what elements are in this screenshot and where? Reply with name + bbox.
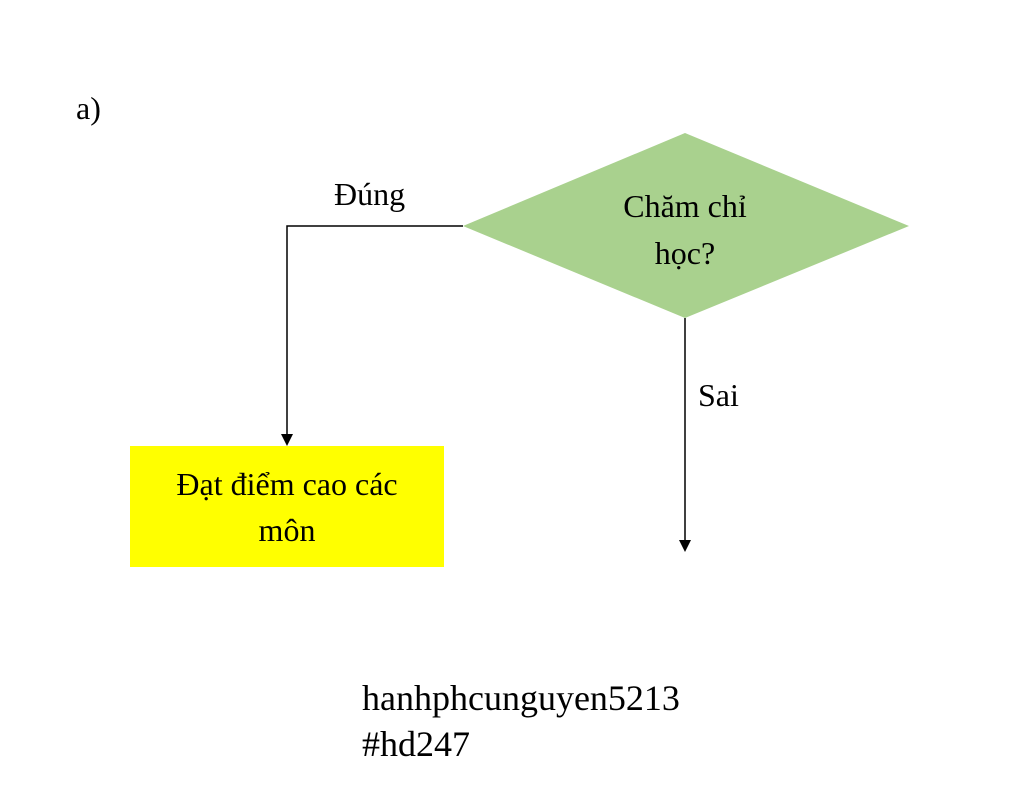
watermark-text: hanhphcunguyen5213 #hd247 [362,675,680,767]
part-label: a) [76,90,101,126]
process-box [130,446,444,567]
process-text: Đạt điểm cao các môn [130,461,444,553]
watermark-line-1: hanhphcunguyen5213 [362,678,680,718]
process-text-line-1: Đạt điểm cao các [176,466,398,502]
decision-text: Chăm chỉ học? [590,183,780,277]
process-text-line-2: môn [258,512,316,548]
watermark-line-2: #hd247 [362,724,470,764]
false-branch-label: Sai [698,377,739,413]
decision-diamond [463,133,909,318]
true-branch-label: Đúng [334,176,406,212]
decision-text-line-2: học? [654,235,716,271]
decision-text-line-1: Chăm chỉ [623,188,747,224]
true-branch-arrow [281,225,463,446]
